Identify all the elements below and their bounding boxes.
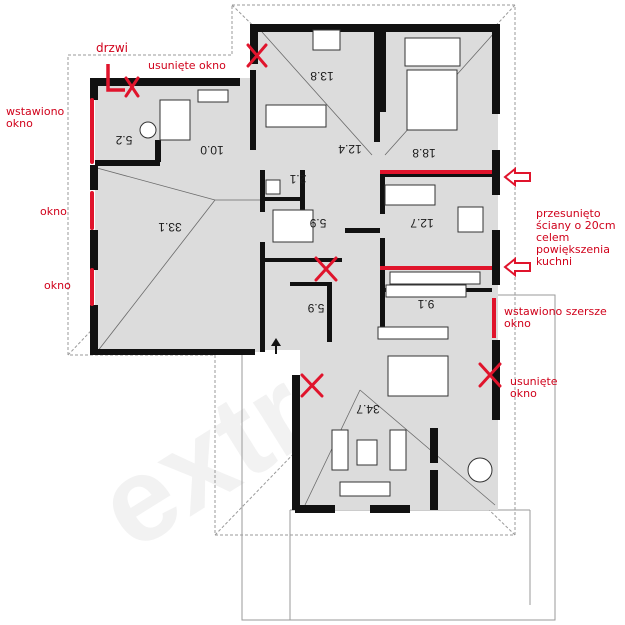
wider-window-annotation: wstawiono szersze okno (504, 305, 607, 330)
door-annotation: drzwi (96, 41, 128, 55)
moved-wall-markers (380, 170, 496, 338)
room-area-label: 18.8 (412, 146, 436, 160)
entrance-arrow-icon (271, 338, 281, 354)
window-annotation: okno (40, 205, 67, 218)
room-area-label: 5.9 (307, 301, 324, 315)
inserted-window-annotation: wstawiono okno (6, 105, 65, 130)
door-marker (106, 64, 125, 92)
room-area-label: 12.4 (338, 142, 362, 156)
room-labels: 13.8 12.4 18.8 5.2 10.0 2.1 33.1 5.9 12.… (115, 69, 435, 416)
room-area-label: 13.8 (310, 69, 334, 83)
removed-window-annotation: usunięte okno (510, 375, 558, 400)
moved-walls-annotation: przesunięto ściany o 20cm celem powiększ… (536, 207, 616, 268)
room-area-label: 33.1 (158, 220, 182, 234)
room-area-label: 5.2 (115, 133, 132, 147)
room-area-label: 5.9 (309, 216, 326, 230)
arrow-left-icon (503, 166, 531, 278)
window-annotation: okno (44, 279, 71, 292)
room-area-label: 9.1 (417, 297, 434, 311)
room-area-label: 10.0 (200, 143, 224, 157)
room-area-label: 12.7 (410, 216, 434, 230)
removed-window-annotation: usunięte okno (148, 59, 226, 72)
room-area-label: 34.7 (356, 402, 380, 416)
removed-markers (124, 43, 502, 398)
room-area-label: 2.1 (289, 172, 306, 186)
furniture (139, 29, 493, 497)
